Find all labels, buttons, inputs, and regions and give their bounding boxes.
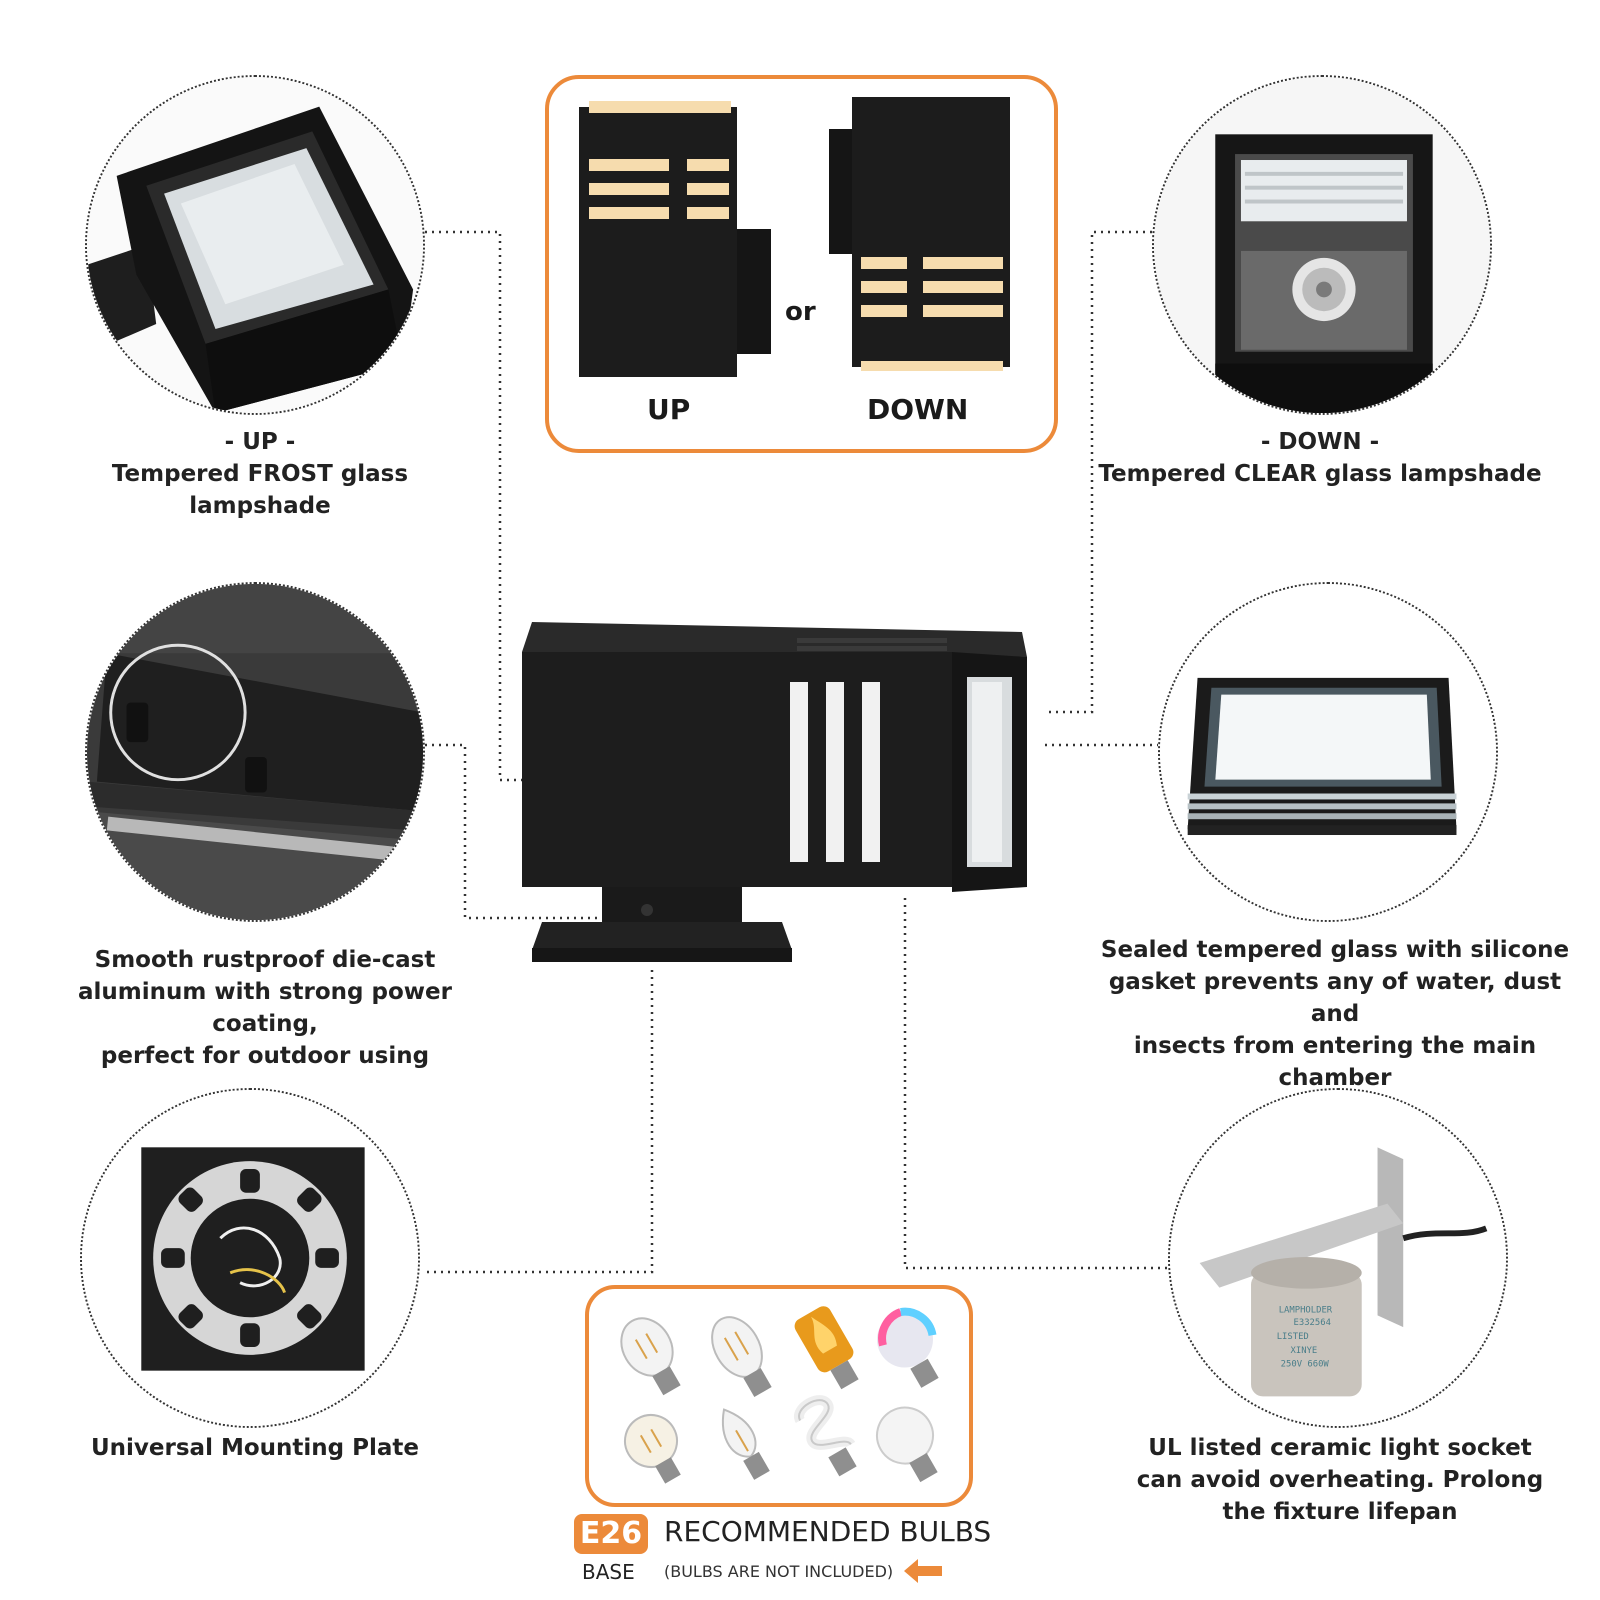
mounting-plate-image — [82, 1090, 418, 1426]
ceramic-socket-image: LAMPHOLDER E332564 LISTED XINYE 250V 660… — [1170, 1090, 1506, 1426]
bulb-icon — [876, 1406, 938, 1483]
aluminum-caption: Smooth rustproof die-cast aluminum with … — [30, 944, 500, 1072]
e26-badge-text: E26 — [579, 1516, 643, 1551]
socket-print-3: LISTED — [1277, 1332, 1309, 1342]
frost-glass-detail-circle — [85, 75, 425, 415]
gasket-line-3: insects from entering the main chamber — [1133, 1033, 1537, 1091]
bulb-options-illustration — [620, 1306, 939, 1484]
gasket-detail-circle — [1158, 582, 1498, 922]
bulb-icon — [620, 1317, 681, 1396]
bulb-icon — [794, 1306, 859, 1390]
bulb-icon — [624, 1414, 681, 1484]
bulb-icon — [794, 1395, 857, 1477]
mounting-plate-detail-circle — [80, 1088, 420, 1428]
die-cast-aluminum-image — [87, 584, 423, 920]
silicone-gasket-image — [1160, 584, 1496, 920]
frost-glass-lampshade-image — [87, 77, 423, 413]
clear-glass-detail-circle — [1152, 75, 1492, 415]
clear-caption: - DOWN - Tempered CLEAR glass lampshade — [1090, 426, 1550, 490]
main-fixture-image — [522, 622, 1027, 962]
frost-title: - UP - — [224, 429, 296, 455]
socket-print-1: LAMPHOLDER — [1279, 1305, 1333, 1315]
aluminum-line-3: perfect for outdoor using — [100, 1043, 430, 1069]
aluminum-line-1: Smooth rustproof die-cast — [94, 947, 436, 973]
clear-text: Tempered CLEAR glass lampshade — [1098, 461, 1542, 487]
orientation-box: or UP DOWN — [545, 75, 1058, 453]
clear-title: - DOWN - — [1260, 429, 1380, 455]
frost-text: Tempered FROST glass lampshade — [111, 461, 409, 519]
socket-print-2: E332564 — [1294, 1318, 1331, 1328]
down-fixture-image — [829, 97, 1010, 371]
up-fixture-image — [579, 101, 771, 377]
aluminum-line-2: aluminum with strong power coating, — [78, 979, 452, 1037]
socket-print-5: 250V 660W — [1281, 1360, 1330, 1370]
bulb-icon — [721, 1408, 770, 1480]
recommended-bulbs-title: RECOMMENDED BULBS — [664, 1515, 992, 1548]
aluminum-detail-circle — [85, 582, 425, 922]
clear-glass-lampshade-image — [1154, 77, 1490, 413]
base-label: BASE — [582, 1560, 635, 1584]
plate-caption: Universal Mounting Plate — [60, 1432, 450, 1464]
bulbs-not-included-note: (BULBS ARE NOT INCLUDED) — [664, 1562, 894, 1581]
bulb-icon — [711, 1316, 772, 1398]
socket-line-1: UL listed ceramic light socket — [1148, 1435, 1532, 1461]
bulb-icon — [877, 1307, 939, 1388]
socket-line-2: can avoid overheating. Prolong — [1136, 1467, 1544, 1493]
orientation-illustration — [579, 97, 1010, 377]
recommended-bulbs-box — [585, 1285, 973, 1507]
arrow-left-icon — [904, 1559, 942, 1583]
or-label: or — [785, 297, 816, 327]
socket-detail-circle: LAMPHOLDER E332564 LISTED XINYE 250V 660… — [1168, 1088, 1508, 1428]
gasket-caption: Sealed tempered glass with silicone gask… — [1085, 934, 1585, 1094]
frost-caption: - UP - Tempered FROST glass lampshade — [40, 426, 480, 522]
socket-line-3: the fixture lifepan — [1222, 1499, 1458, 1525]
gasket-line-2: gasket prevents any of water, dust and — [1108, 969, 1562, 1027]
down-label: DOWN — [867, 393, 969, 426]
up-label: UP — [647, 393, 691, 426]
e26-base-badge: E26 — [574, 1514, 648, 1554]
plate-text: Universal Mounting Plate — [91, 1435, 419, 1461]
gasket-line-1: Sealed tempered glass with silicone — [1100, 937, 1570, 963]
socket-caption: UL listed ceramic light socket can avoid… — [1120, 1432, 1560, 1528]
socket-print-4: XINYE — [1291, 1346, 1318, 1356]
